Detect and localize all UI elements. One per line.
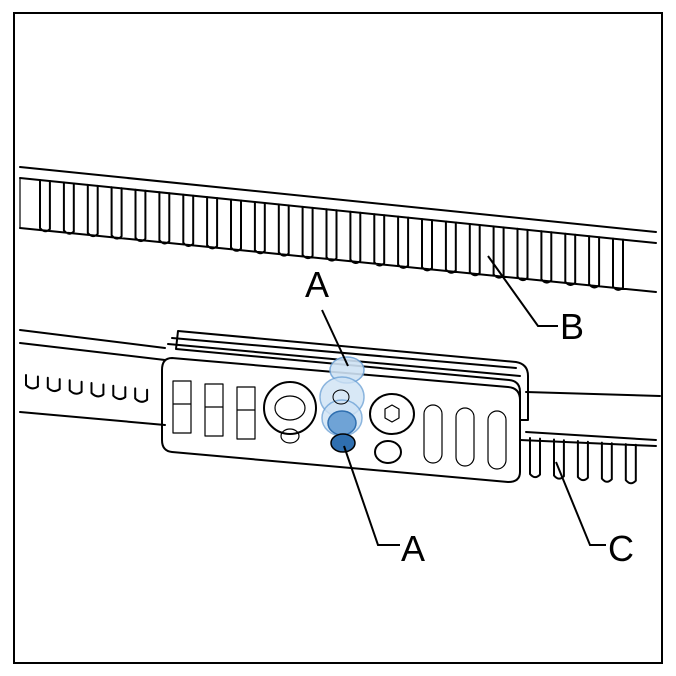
clamp-slots-right [423, 404, 507, 470]
clamp-slots-left [172, 380, 256, 440]
callout-c: C [608, 528, 634, 569]
lower-toothed-belt [19, 329, 661, 485]
figure-frame [13, 12, 663, 664]
belt-clamp [161, 330, 529, 483]
screw-left [263, 381, 317, 444]
leader-a-top [321, 309, 349, 367]
hex-screw-right [369, 393, 415, 464]
upper-toothed-belt [19, 166, 657, 293]
callout-a-bottom: A [401, 528, 425, 569]
leader-a-bottom [343, 445, 400, 546]
callout-a-top: A [305, 264, 329, 305]
leader-b [487, 255, 558, 327]
callout-b: B [560, 306, 584, 347]
adjusting-screw-highlighted [319, 356, 365, 453]
leader-c [555, 461, 606, 546]
